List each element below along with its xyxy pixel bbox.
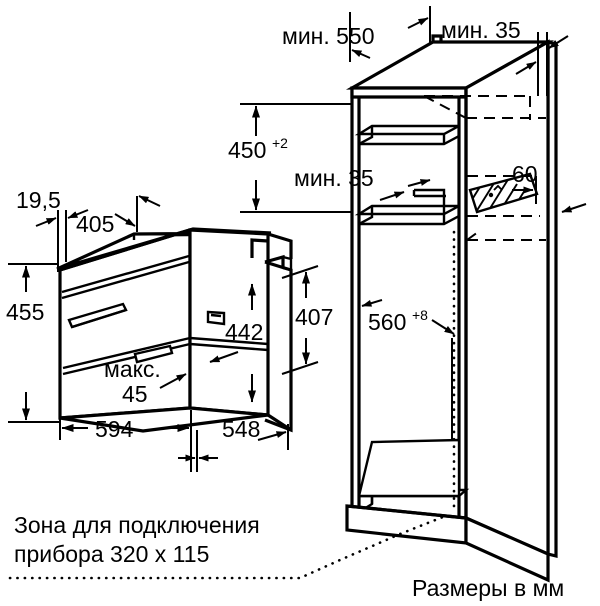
- dim-label-top-depth: 405: [76, 211, 114, 237]
- dim-label-niche-width: 560: [368, 309, 406, 335]
- cabinet-dimension-lines: [240, 6, 587, 440]
- dim-label-niche-height: 450: [228, 137, 266, 163]
- dim-label-front-height: 455: [6, 299, 44, 325]
- dim-label-rear-opening: 60: [512, 161, 538, 187]
- cabinet-lower-shelf: [354, 188, 461, 227]
- oven-side-notch: [250, 238, 269, 258]
- oven-control-panel: [61, 254, 190, 300]
- cabinet-hidden-lines-mid: [466, 175, 546, 241]
- dim-label-niche-height-group: 450 +2: [228, 135, 288, 163]
- oven-door-handle: [67, 302, 128, 329]
- dim-label-min-side-gap: мин. 35: [441, 17, 521, 43]
- cabinet-hidden-lines-upper: [423, 95, 546, 120]
- dim-label-front-width: 594: [95, 416, 134, 442]
- dim-label-gap-value: 45: [122, 381, 148, 407]
- dim-label-front-offset: 19,5: [16, 187, 61, 213]
- oven-door-latch: [133, 344, 174, 364]
- dim-label-body-depth: 548: [222, 416, 260, 442]
- dim-label-cavity-height: 442: [225, 319, 263, 345]
- oven-dimension-lines: [8, 195, 319, 472]
- cabinet-upper-shelf: [354, 124, 461, 147]
- dim-label-niche-width-group: 560 +8: [368, 307, 428, 335]
- cabinet-plinth: [345, 504, 550, 583]
- cabinet-drawing: [8, 34, 558, 583]
- connection-zone-note-line1: Зона для подключения: [14, 512, 260, 538]
- dim-label-min-rear-gap: мин. 35: [294, 165, 374, 191]
- dim-label-niche-height-tolerance: +2: [272, 135, 288, 151]
- oven-side-vent: [206, 310, 226, 326]
- dim-label-min-depth: мин. 550: [282, 23, 375, 49]
- dim-label-niche-width-tolerance: +8: [412, 307, 428, 323]
- dim-label-body-height: 407: [295, 304, 333, 330]
- units-note: Размеры в мм: [412, 575, 564, 601]
- connection-zone-note-line2: прибора 320 x 115: [14, 541, 209, 567]
- dim-label-gap-max: макс.: [104, 356, 161, 382]
- oven-drawing: [56, 227, 293, 433]
